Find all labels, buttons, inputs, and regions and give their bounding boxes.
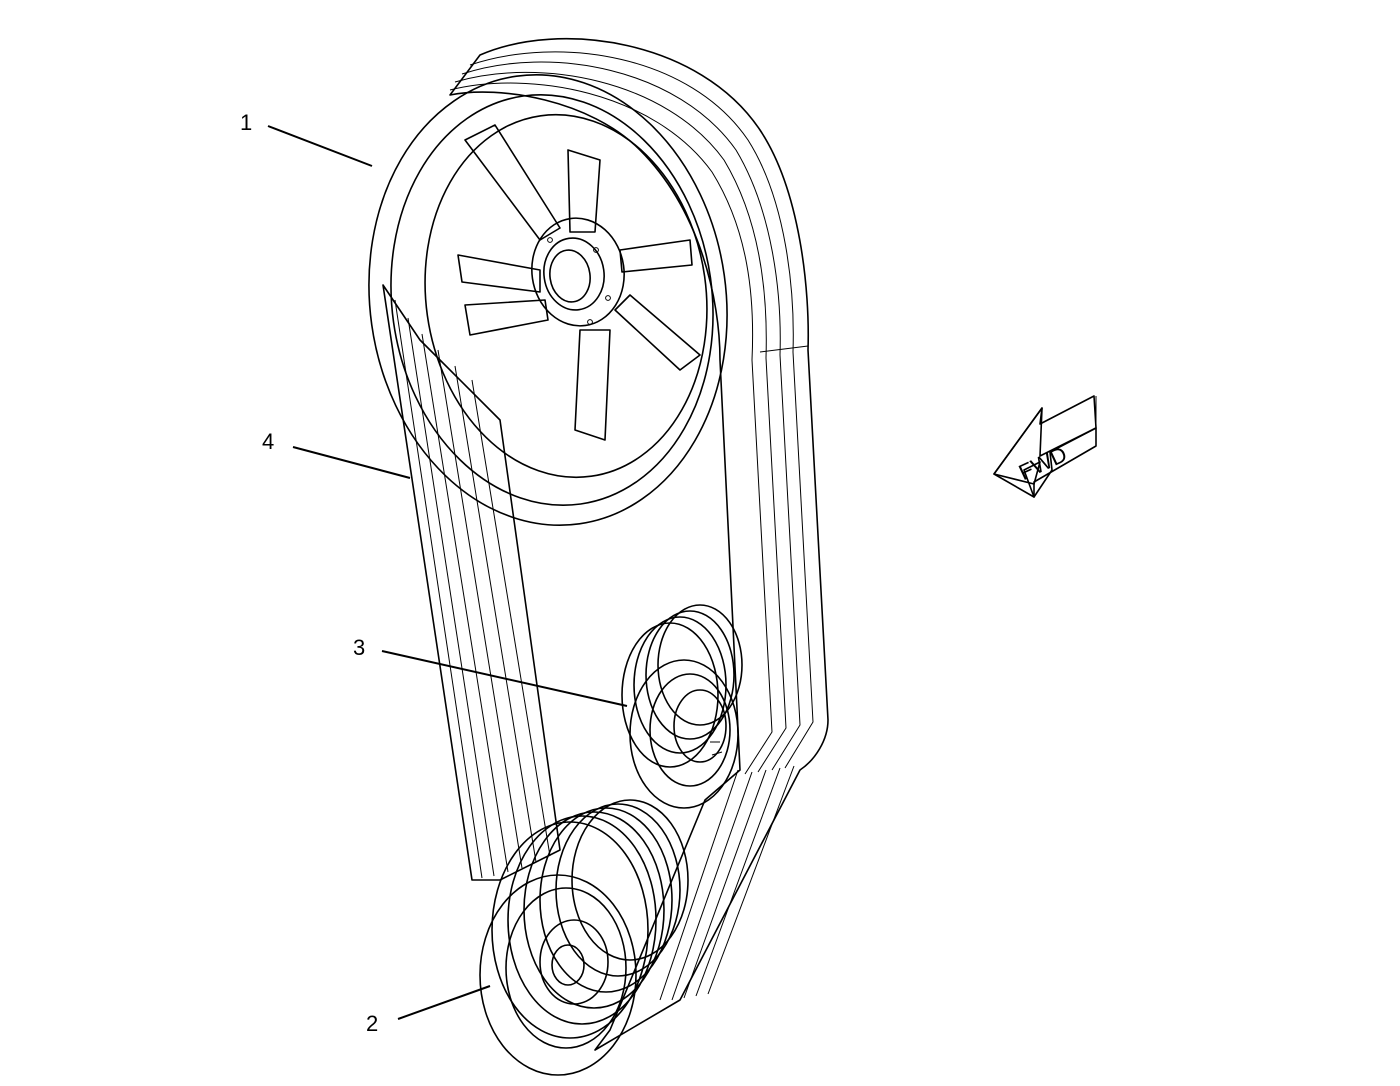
forward-arrow-icon — [993, 395, 1097, 498]
callout-4: 4 — [262, 429, 274, 454]
leader-lines — [267, 125, 628, 1020]
callout-2: 2 — [366, 1011, 378, 1036]
callout-3: 3 — [353, 635, 365, 660]
fwd-label: FWD — [1015, 441, 1071, 485]
spoked-sheave-icon — [368, 74, 728, 526]
callout-1: 1 — [240, 110, 252, 135]
grooved-sheave-icon — [479, 799, 689, 1076]
idler-sheave-icon — [621, 604, 743, 809]
v-belt-set-icon — [382, 37, 829, 1051]
